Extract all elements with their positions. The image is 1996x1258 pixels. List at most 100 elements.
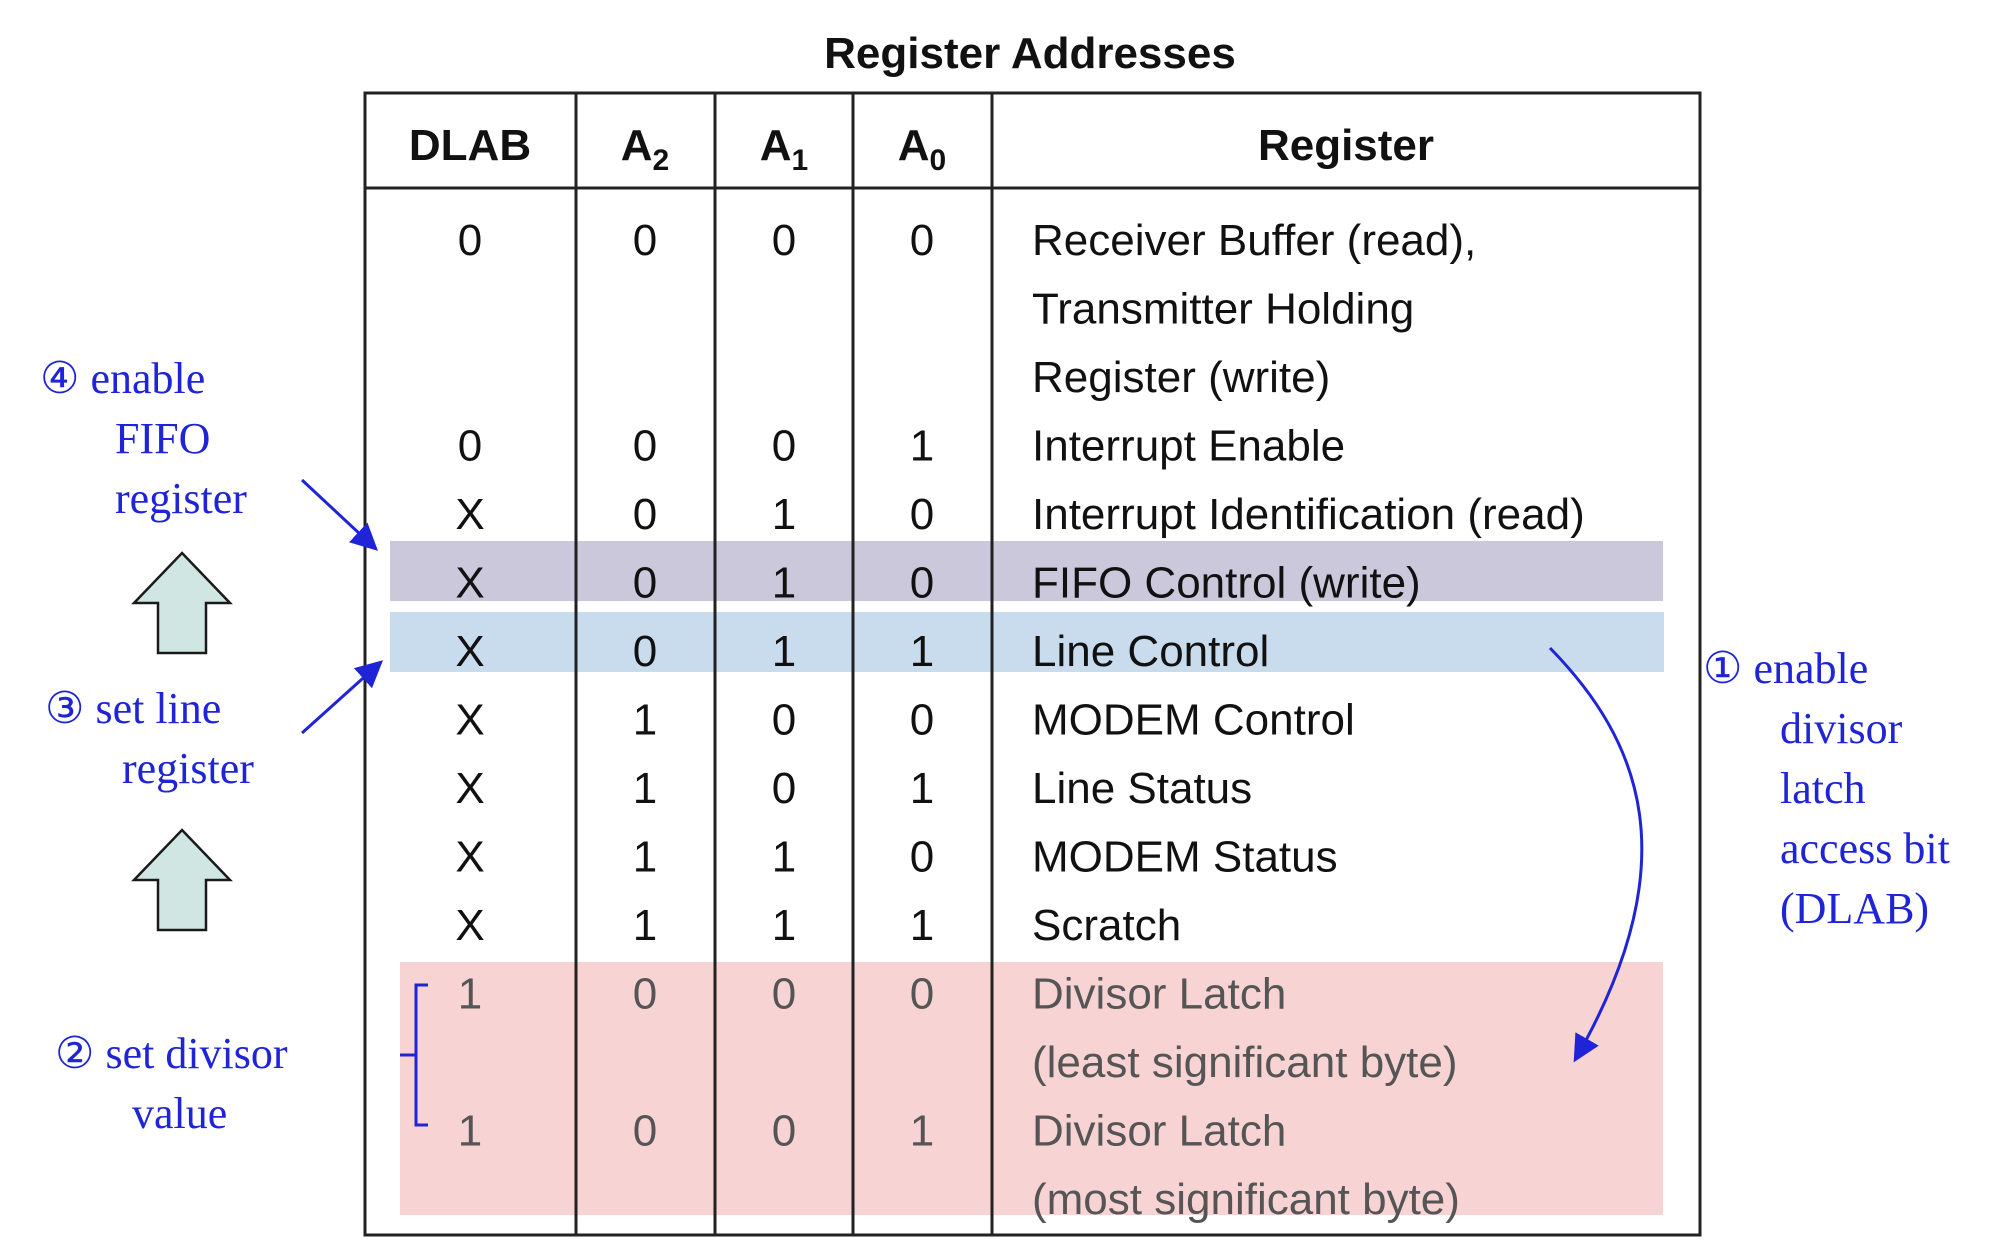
cell-register: Line Control bbox=[1032, 627, 1269, 676]
step2-label-line: value bbox=[132, 1089, 227, 1138]
step3-label: ③ set line register bbox=[45, 684, 254, 793]
cell-register: Line Status bbox=[1032, 764, 1252, 813]
step1-label-line: ① enable bbox=[1703, 644, 1868, 693]
fifo-control-highlight bbox=[390, 541, 1663, 601]
cell-register: Divisor Latch bbox=[1032, 970, 1286, 1019]
line-control-highlight bbox=[390, 612, 1664, 672]
cell-register: (most significant byte) bbox=[1032, 1175, 1460, 1224]
divisor-latch-highlight bbox=[400, 962, 1663, 1215]
cell-a1: 1 bbox=[772, 559, 796, 608]
cell-a0: 0 bbox=[910, 970, 934, 1019]
step3-label-line: register bbox=[122, 744, 254, 793]
table-row: 0 0 0 0 Receiver Buffer (read), Transmitter H… bbox=[458, 216, 1477, 402]
step3-label-line: ③ set line bbox=[45, 684, 221, 733]
cell-register: Interrupt Identification (read) bbox=[1032, 490, 1585, 539]
step1-label-line: latch bbox=[1780, 764, 1866, 813]
header-a1-subscript: 1 bbox=[792, 144, 809, 177]
cell-register: Interrupt Enable bbox=[1032, 422, 1345, 471]
cell-dlab: 1 bbox=[458, 970, 482, 1019]
cell-dlab: X bbox=[455, 627, 484, 676]
cell-a2: 0 bbox=[633, 216, 657, 265]
header-a2: A2 bbox=[621, 121, 669, 177]
header-a0: A0 bbox=[898, 121, 946, 177]
cell-a1: 1 bbox=[772, 901, 796, 950]
cell-dlab: 0 bbox=[458, 216, 482, 265]
step1-curved-arrow bbox=[1548, 646, 1644, 1063]
cell-register: MODEM Control bbox=[1032, 696, 1355, 745]
up-arrow-step2-to-step3 bbox=[131, 828, 233, 932]
step1-label-line: divisor bbox=[1780, 704, 1903, 753]
step2-label-line: ② set divisor bbox=[55, 1029, 288, 1078]
cell-dlab: X bbox=[455, 833, 484, 882]
cell-register: Divisor Latch bbox=[1032, 1107, 1286, 1156]
cell-a2: 0 bbox=[633, 422, 657, 471]
table-row: X 1 1 0 MODEM Status bbox=[455, 833, 1337, 882]
cell-a1: 0 bbox=[772, 764, 796, 813]
cell-register: Receiver Buffer (read), bbox=[1032, 216, 1476, 265]
cell-a1: 0 bbox=[772, 970, 796, 1019]
cell-a1: 0 bbox=[772, 1107, 796, 1156]
cell-a0: 1 bbox=[910, 764, 934, 813]
cell-dlab: X bbox=[455, 490, 484, 539]
step2-label: ② set divisor value bbox=[55, 1029, 288, 1138]
cell-a1: 0 bbox=[772, 216, 796, 265]
step1-label-line: access bit bbox=[1780, 824, 1950, 873]
cell-register: (least significant byte) bbox=[1032, 1038, 1458, 1087]
table-row: X 0 1 1 Line Control bbox=[455, 627, 1269, 676]
header-a0-subscript: 0 bbox=[930, 144, 947, 177]
step3-pointer-arrow bbox=[300, 660, 384, 735]
cell-dlab: X bbox=[455, 696, 484, 745]
cell-a0: 0 bbox=[910, 216, 934, 265]
step4-label-line: ④ enable bbox=[40, 354, 205, 403]
step4-pointer-arrow bbox=[300, 478, 378, 551]
cell-dlab: X bbox=[455, 764, 484, 813]
up-arrow-step3-to-step4 bbox=[131, 551, 233, 655]
table-row: 1 0 0 1 Divisor Latch (most significant byte) bbox=[458, 1107, 1460, 1225]
cell-a2: 0 bbox=[633, 970, 657, 1019]
cell-register: Register (write) bbox=[1032, 353, 1330, 402]
cell-register: FIFO Control (write) bbox=[1032, 559, 1421, 608]
header-a1: A1 bbox=[760, 121, 808, 177]
cell-a2: 1 bbox=[633, 764, 657, 813]
table-title: Register Addresses bbox=[824, 29, 1236, 78]
header-register: Register bbox=[1258, 121, 1434, 170]
table-row: 1 0 0 0 Divisor Latch (least significant byte… bbox=[458, 970, 1458, 1088]
cell-a1: 1 bbox=[772, 833, 796, 882]
cell-a2: 0 bbox=[633, 627, 657, 676]
table-row: X 1 1 1 Scratch bbox=[455, 901, 1181, 950]
cell-a0: 0 bbox=[910, 833, 934, 882]
cell-a2: 1 bbox=[633, 901, 657, 950]
cell-a0: 1 bbox=[910, 627, 934, 676]
cell-a1: 1 bbox=[772, 627, 796, 676]
table-row: X 1 0 1 Line Status bbox=[455, 764, 1252, 813]
cell-a2: 0 bbox=[633, 559, 657, 608]
cell-register: Transmitter Holding bbox=[1032, 285, 1414, 334]
header-a2-subscript: 2 bbox=[653, 144, 670, 177]
cell-a0: 1 bbox=[910, 901, 934, 950]
row-highlights bbox=[390, 541, 1664, 1215]
cell-a2: 0 bbox=[633, 490, 657, 539]
cell-a1: 0 bbox=[772, 696, 796, 745]
cell-a2: 0 bbox=[633, 1107, 657, 1156]
cell-a0: 1 bbox=[910, 422, 934, 471]
step4-label-line: register bbox=[115, 474, 247, 523]
cell-dlab: 0 bbox=[458, 422, 482, 471]
cell-dlab: 1 bbox=[458, 1107, 482, 1156]
cell-register: MODEM Status bbox=[1032, 833, 1338, 882]
cell-a0: 1 bbox=[910, 1107, 934, 1156]
step4-label-line: FIFO bbox=[115, 414, 210, 463]
cell-a1: 1 bbox=[772, 490, 796, 539]
header-dlab: DLAB bbox=[409, 121, 531, 170]
cell-register: Scratch bbox=[1032, 901, 1181, 950]
cell-dlab: X bbox=[455, 559, 484, 608]
cell-dlab: X bbox=[455, 901, 484, 950]
cell-a2: 1 bbox=[633, 833, 657, 882]
